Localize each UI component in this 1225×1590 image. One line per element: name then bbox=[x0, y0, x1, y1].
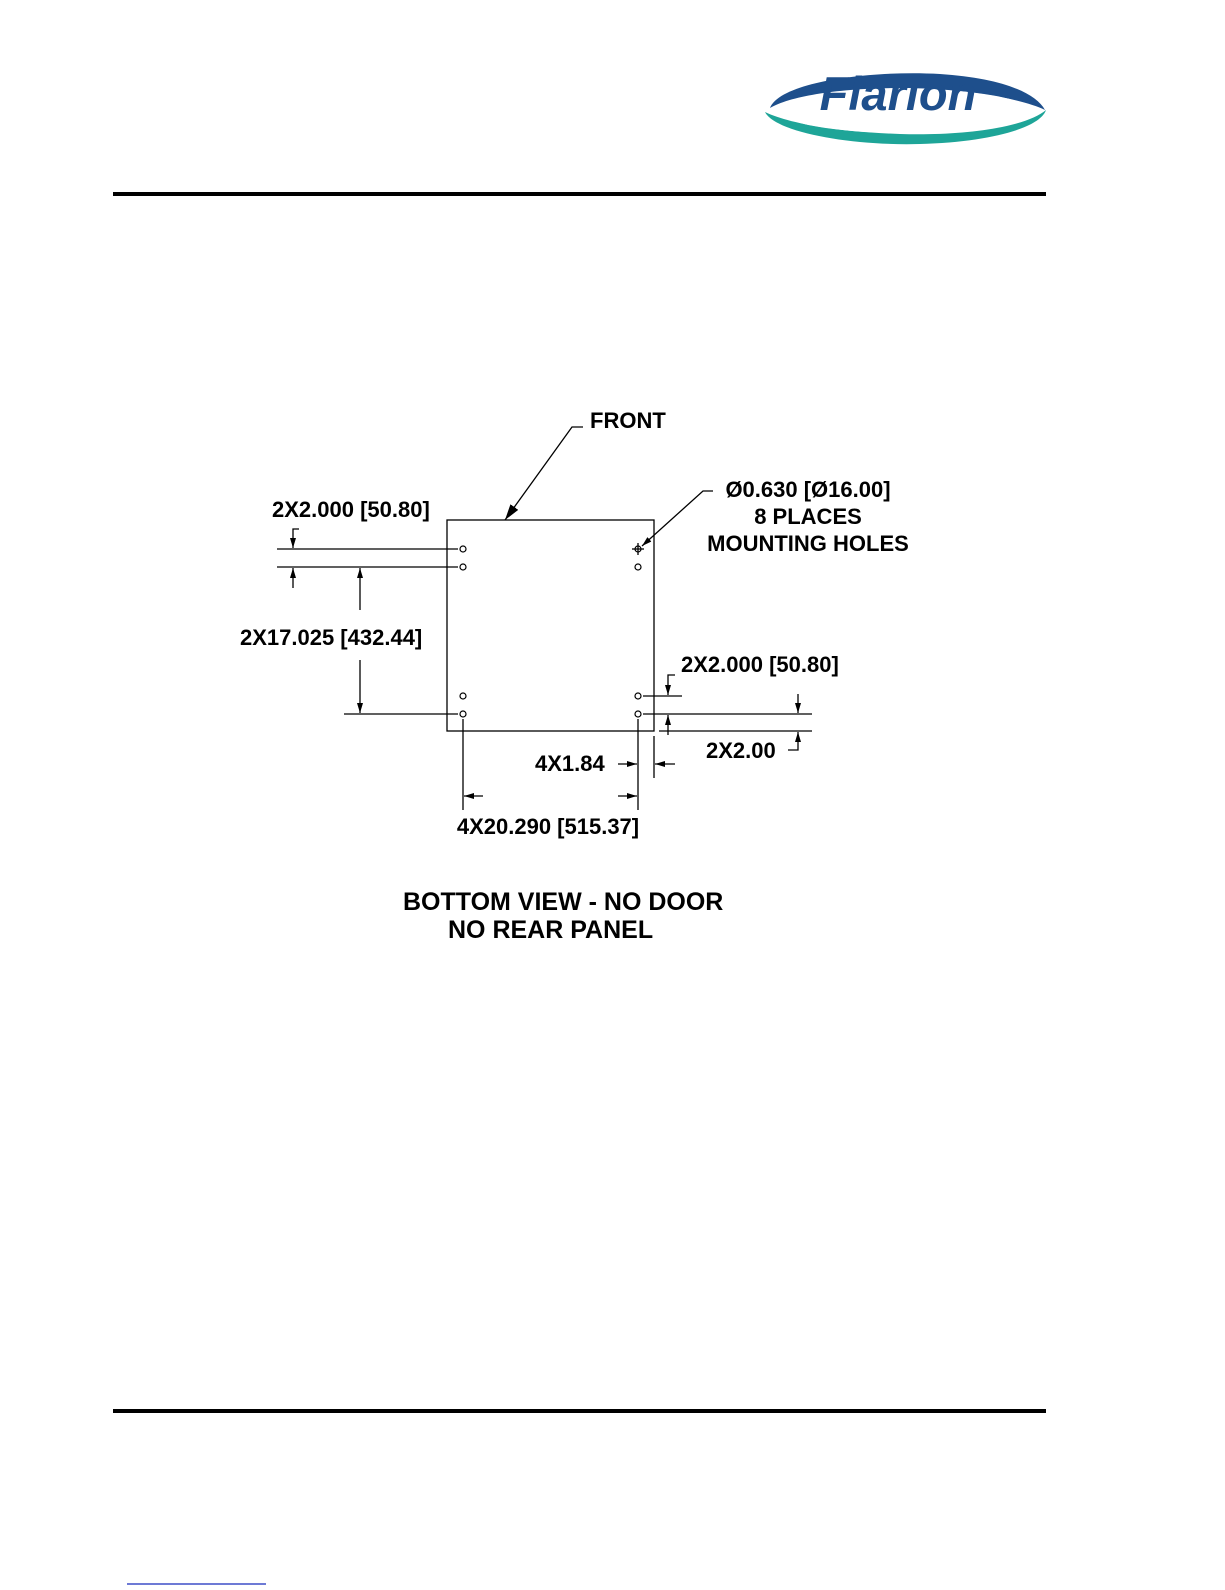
right-offset-label: 2X2.000 [50.80] bbox=[681, 652, 839, 677]
dim-leader bbox=[293, 529, 299, 548]
top-left-offset-label: 2X2.000 [50.80] bbox=[272, 497, 430, 522]
mounting-diagram: FRONT Ø0.630 [Ø16.00] 8 PLACES MOUNTING … bbox=[240, 408, 909, 944]
hole-spec-line-3: MOUNTING HOLES bbox=[707, 531, 909, 556]
hole-spec-leader bbox=[642, 491, 713, 546]
hole-spec-line-1: Ø0.630 [Ø16.00] bbox=[725, 477, 890, 502]
vertical-spacing-label: 2X17.025 [432.44] bbox=[240, 625, 422, 650]
mounting-hole bbox=[635, 564, 641, 570]
mounting-hole bbox=[635, 693, 641, 699]
caption-line-1: BOTTOM VIEW - NO DOOR bbox=[403, 888, 723, 916]
mounting-hole bbox=[460, 564, 466, 570]
enclosure-outline bbox=[447, 520, 654, 731]
dim-leader bbox=[668, 675, 675, 695]
caption-line-2: NO REAR PANEL bbox=[448, 916, 653, 944]
flarion-logo: Flarion bbox=[765, 67, 1046, 144]
front-label: FRONT bbox=[590, 408, 666, 433]
front-leader bbox=[505, 427, 583, 520]
mounting-hole bbox=[635, 711, 641, 717]
logo-text: Flarion bbox=[820, 67, 977, 120]
dim-leader bbox=[788, 732, 798, 750]
mounting-hole bbox=[460, 711, 466, 717]
right-edge-offset-label: 2X2.00 bbox=[706, 738, 776, 763]
mounting-hole bbox=[460, 693, 466, 699]
horizontal-spacing-label: 4X20.290 [515.37] bbox=[457, 814, 639, 839]
hole-spec-line-2: 8 PLACES bbox=[754, 504, 862, 529]
mounting-hole bbox=[460, 546, 466, 552]
side-offset-label: 4X1.84 bbox=[535, 751, 605, 776]
